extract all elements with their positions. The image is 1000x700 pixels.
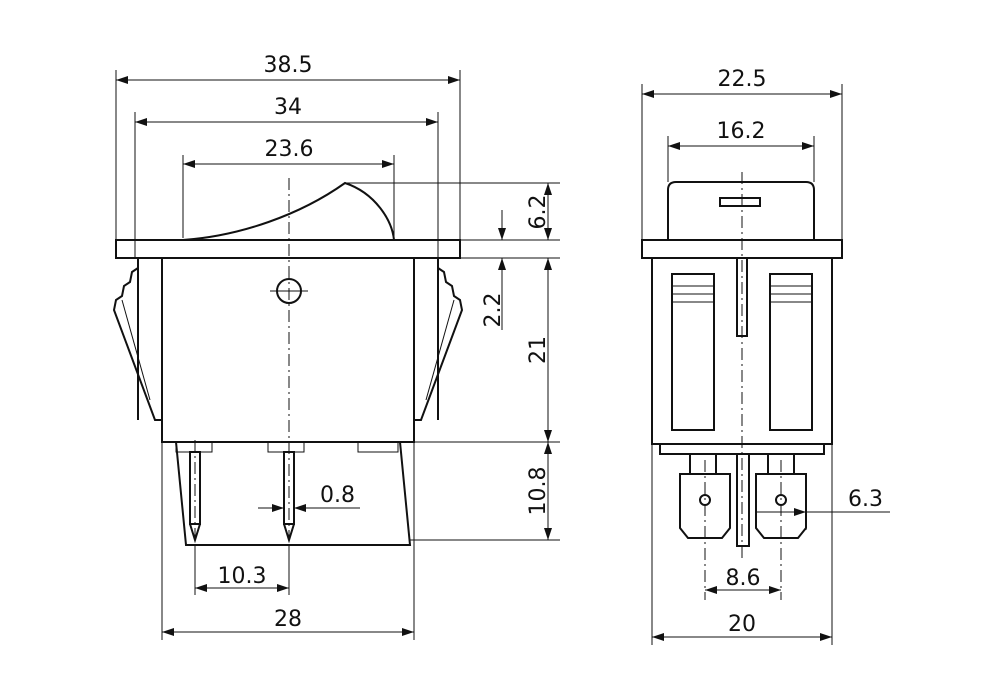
dim-label-21: 21 xyxy=(526,336,551,364)
dim-terminal-thickness: 0.8 xyxy=(258,483,360,512)
dim-overall-width: 38.5 xyxy=(115,53,461,240)
front-terminal-housing xyxy=(175,441,412,546)
dim-label-20: 20 xyxy=(728,612,756,637)
dim-rocker-width: 23.6 xyxy=(182,137,395,238)
dim-rocker-height: 6.2 xyxy=(345,182,560,241)
dim-side-rocker-width: 16.2 xyxy=(667,119,815,182)
side-right-window xyxy=(769,273,813,431)
front-flange xyxy=(115,239,461,259)
dim-label-6-3: 6.3 xyxy=(848,487,883,512)
dim-body-height: 21 xyxy=(414,257,560,443)
front-terminal-blades xyxy=(189,451,295,544)
dim-flange-thickness: 2.2 xyxy=(460,210,510,330)
side-right-terminal xyxy=(755,453,807,539)
dim-side-terminal-spacing: 8.6 xyxy=(705,566,781,594)
dim-label-22-5: 22.5 xyxy=(718,67,767,92)
dim-side-body-width: 20 xyxy=(651,444,833,645)
dim-label-28: 28 xyxy=(274,607,302,632)
front-body xyxy=(161,257,415,443)
dim-side-overall-width: 22.5 xyxy=(641,67,843,240)
dim-label-8-6: 8.6 xyxy=(726,566,761,591)
dim-terminal-pitch: 10.3 xyxy=(194,545,290,595)
side-view: 22.5 16.2 6.3 8.6 xyxy=(641,67,890,645)
dim-frame-width: 34 xyxy=(134,95,439,258)
dim-body-width: 28 xyxy=(161,442,415,640)
side-rocker xyxy=(667,181,815,240)
dim-label-0-8: 0.8 xyxy=(320,483,355,508)
dim-label-10-8: 10.8 xyxy=(526,467,551,516)
front-rocker xyxy=(182,181,395,241)
dim-label-2-2: 2.2 xyxy=(481,293,506,328)
dim-label-34: 34 xyxy=(274,95,302,120)
dim-label-38-5: 38.5 xyxy=(264,53,313,78)
dim-side-terminal-width: 6.3 xyxy=(756,487,890,530)
dim-label-10-3: 10.3 xyxy=(218,564,267,589)
side-left-window xyxy=(671,273,715,431)
front-left-clip xyxy=(112,267,162,421)
dim-label-16-2: 16.2 xyxy=(717,119,766,144)
dim-label-23-6: 23.6 xyxy=(265,137,314,162)
front-right-clip xyxy=(414,267,464,421)
front-view: 38.5 34 23.6 6.2 xyxy=(112,53,560,640)
dim-label-6-2: 6.2 xyxy=(526,195,551,230)
dim-terminal-length: 10.8 xyxy=(410,442,560,541)
